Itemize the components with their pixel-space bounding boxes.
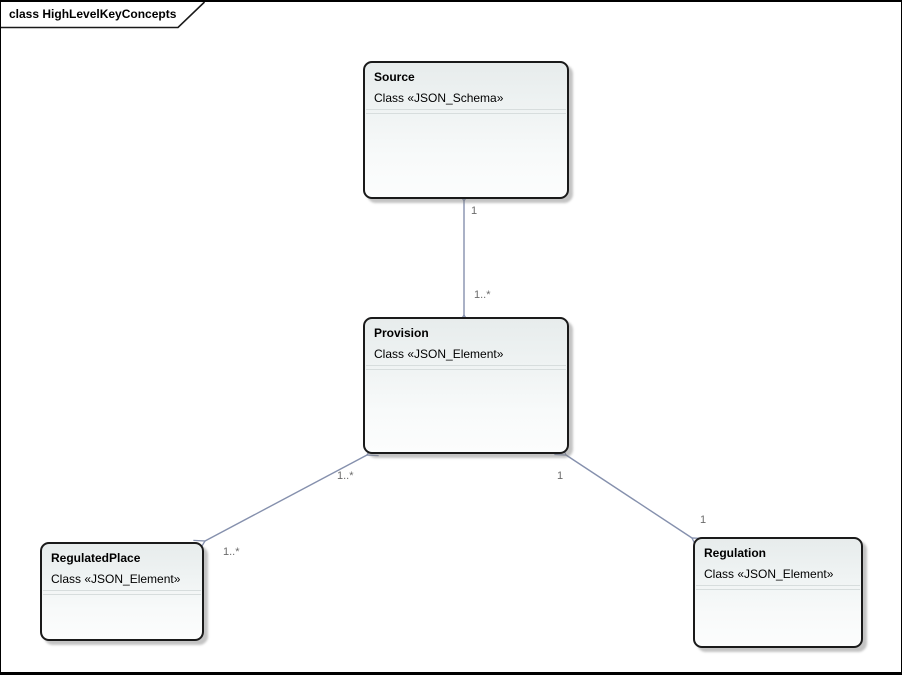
multiplicity-source-end: 1: [471, 205, 478, 217]
class-name: Regulation: [704, 546, 766, 560]
attributes-separator: [366, 365, 566, 366]
attributes-separator: [696, 585, 860, 586]
connector-provision-regulatedplace[interactable]: [205, 455, 367, 541]
class-stereotype: Class «JSON_Element»: [374, 347, 504, 361]
class-stereotype: Class «JSON_Schema»: [374, 91, 504, 105]
multiplicity-provision-end-top: 1..*: [474, 289, 491, 301]
frame-label-edge: [1, 2, 206, 29]
operations-separator: [366, 113, 566, 114]
attributes-separator: [43, 590, 201, 591]
multiplicity-provision-end-left: 1..*: [337, 470, 354, 482]
class-box-regulatedplace[interactable]: RegulatedPlace Class «JSON_Element»: [40, 542, 204, 641]
multiplicity-regulatedplace-end: 1..*: [223, 546, 240, 558]
multiplicity-regulation-end: 1: [700, 514, 707, 526]
class-name: Provision: [374, 326, 429, 340]
class-box-source[interactable]: Source Class «JSON_Schema»: [363, 61, 569, 199]
multiplicity-provision-end-right: 1: [557, 470, 564, 482]
operations-separator: [696, 589, 860, 590]
class-box-regulation[interactable]: Regulation Class «JSON_Element»: [693, 537, 863, 648]
operations-separator: [366, 369, 566, 370]
connector-provision-regulation[interactable]: [566, 455, 692, 538]
class-name: RegulatedPlace: [51, 551, 141, 565]
class-stereotype: Class «JSON_Element»: [51, 572, 181, 586]
diagram-title: class HighLevelKeyConcepts: [9, 7, 177, 21]
class-stereotype: Class «JSON_Element»: [704, 567, 834, 581]
class-name: Source: [374, 70, 415, 84]
class-box-provision[interactable]: Provision Class «JSON_Element»: [363, 317, 569, 454]
attributes-separator: [366, 109, 566, 110]
diagram-frame-label: class HighLevelKeyConcepts: [1, 2, 211, 30]
operations-separator: [43, 594, 201, 595]
